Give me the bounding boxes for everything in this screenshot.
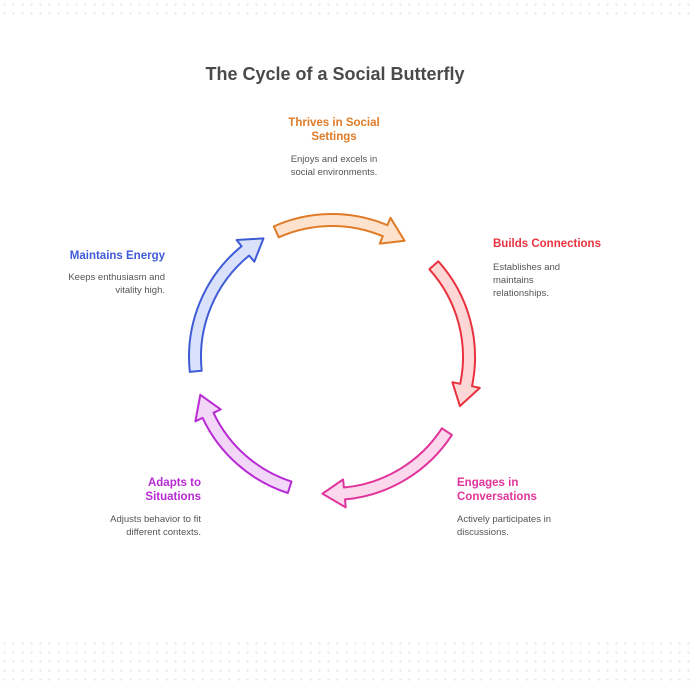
step-label-adapts: Adapts to Situations [81,476,201,504]
arrow-engages [321,427,453,509]
step-desc-line: relationships. [493,288,549,299]
step-label-line: Adapts to [147,477,201,489]
step-desc-line: Keeps enthusiasm and [68,272,165,283]
step-desc-line: Actively participates in [457,514,551,525]
arrow-maintains [188,237,265,373]
arrow-adapts [194,393,293,494]
step-desc-thrives: Enjoys and excels in social environments… [266,153,402,179]
step-label-line: Situations [145,491,201,503]
step-label-line: Settings [311,131,357,143]
step-label-engages: Engages in Conversations [457,476,617,504]
step-desc-line: different contexts. [126,527,201,538]
step-desc-line: Establishes and [493,262,561,273]
step-label-line: Maintains Energy [69,250,165,262]
arrow-thrives [272,213,406,245]
step-label-thrives: Thrives in Social Settings [270,116,398,144]
step-desc-line: Adjusts behavior to fit [110,514,201,525]
step-label-builds: Builds Connections [493,237,673,251]
step-label-line: Builds Connections [493,238,601,250]
step-label-line: Thrives in Social [288,117,380,129]
step-desc-line: vitality high. [115,285,165,296]
step-desc-line: discussions. [457,527,509,538]
step-label-maintains: Maintains Energy [25,249,165,263]
step-desc-maintains: Keeps enthusiasm and vitality high. [25,271,165,297]
step-desc-builds: Establishes and maintains relationships. [493,261,613,300]
step-label-line: Conversations [457,491,537,503]
step-desc-line: social environments. [290,167,378,178]
diagram-canvas [0,20,694,638]
step-desc-line: maintains [493,275,534,286]
arrow-builds [428,260,481,408]
diagram-title: The Cycle of a Social Butterfly [205,64,465,84]
step-label-line: Engages in [457,477,519,489]
step-desc-line: Enjoys and excels in [290,154,378,165]
step-desc-adapts: Adjusts behavior to fit different contex… [61,513,201,539]
step-desc-engages: Actively participates in discussions. [457,513,617,539]
